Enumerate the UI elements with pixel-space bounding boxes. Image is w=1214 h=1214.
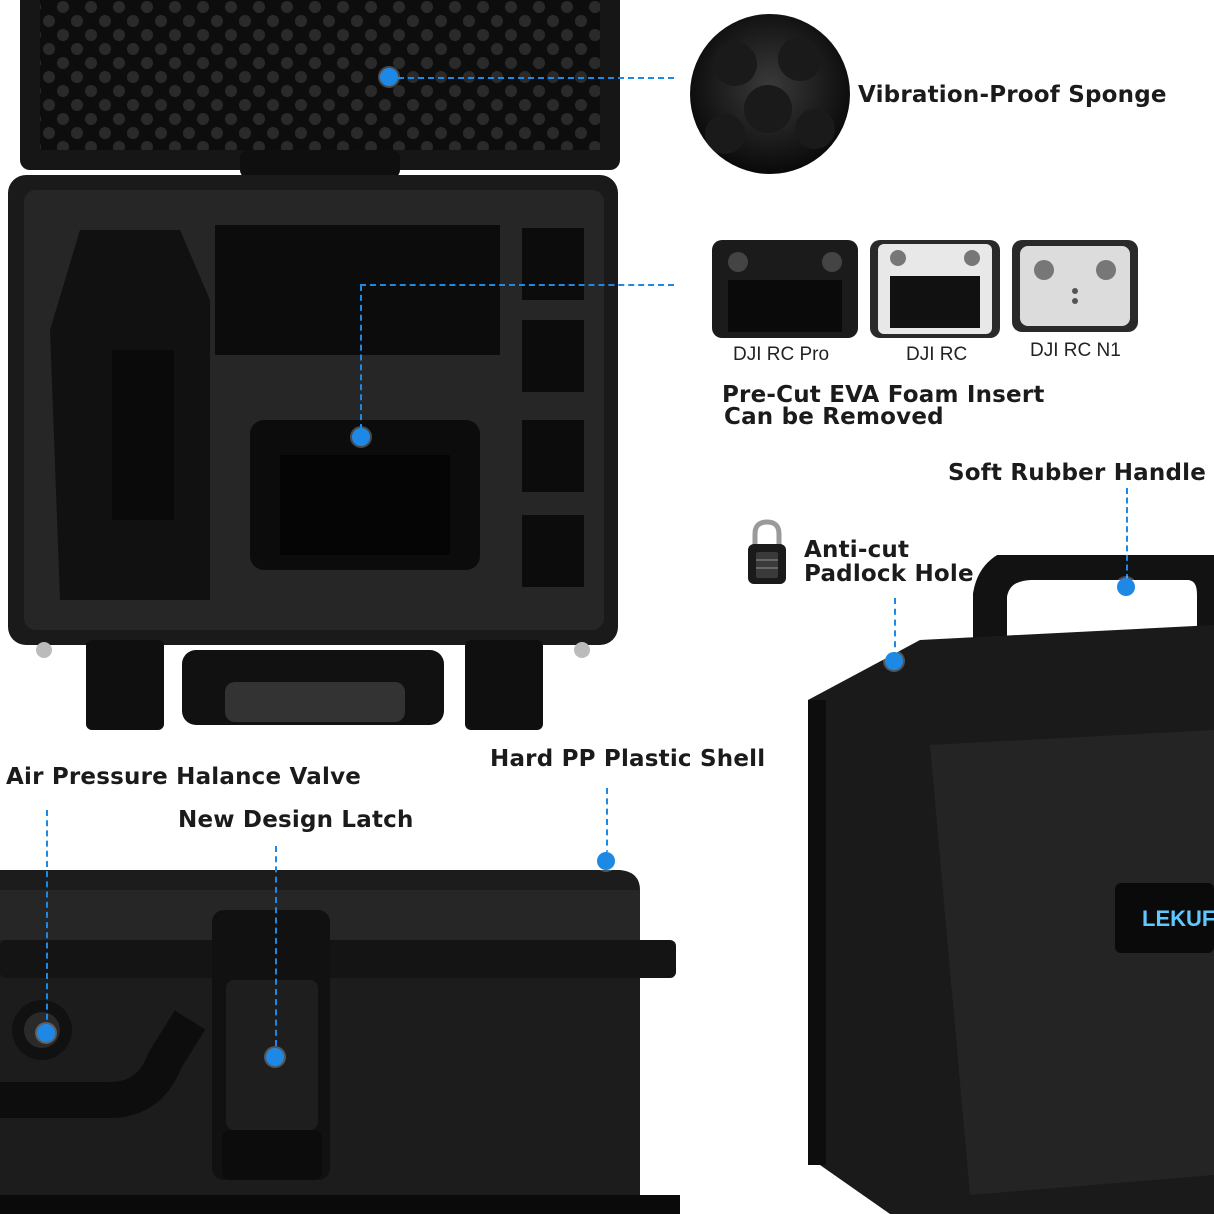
sponge-leader-line xyxy=(398,77,674,79)
foam-insert-marker xyxy=(352,428,370,446)
foam-leader-vertical xyxy=(360,285,362,430)
foam-label-line2: Can be Removed xyxy=(724,404,944,430)
padlock-label-line2: Padlock Hole xyxy=(804,561,974,587)
shell-marker xyxy=(597,852,615,870)
valve-leader-line xyxy=(46,810,48,1030)
brand-logo: LEKUF xyxy=(1142,906,1214,931)
sponge-closeup-image xyxy=(690,14,850,174)
shell-label: Hard PP Plastic Shell xyxy=(490,746,766,772)
controller-dji-rc-n1 xyxy=(1010,236,1140,334)
foam-label-line1: Pre-Cut EVA Foam Insert xyxy=(722,382,1045,408)
controller-dji-rc-pro xyxy=(710,236,860,340)
controller-label-rc: DJI RC xyxy=(906,344,968,365)
padlock-marker xyxy=(885,652,903,670)
controller-label-rc-n1: DJI RC N1 xyxy=(1030,340,1121,361)
handle-label: Soft Rubber Handle xyxy=(948,460,1207,486)
sponge-label: Vibration-Proof Sponge xyxy=(858,82,1167,108)
controller-label-rc-pro: DJI RC Pro xyxy=(733,344,830,365)
latch-marker xyxy=(266,1048,284,1066)
closed-case-image xyxy=(800,555,1214,1214)
sponge-marker xyxy=(380,68,398,86)
open-case-image xyxy=(0,0,640,760)
padlock-label-line1: Anti-cut xyxy=(804,537,910,563)
valve-label: Air Pressure Halance Valve xyxy=(6,764,362,790)
side-case-image xyxy=(0,860,680,1214)
handle-leader-line xyxy=(1126,488,1128,580)
shell-leader-line xyxy=(606,788,608,856)
controller-dji-rc xyxy=(868,236,1002,340)
handle-marker xyxy=(1117,578,1135,596)
valve-marker xyxy=(37,1024,55,1042)
padlock-icon xyxy=(742,518,792,586)
padlock-leader-line xyxy=(894,598,896,658)
latch-leader-line xyxy=(275,846,277,1046)
latch-label: New Design Latch xyxy=(178,807,414,833)
foam-leader-horizontal xyxy=(360,284,674,286)
